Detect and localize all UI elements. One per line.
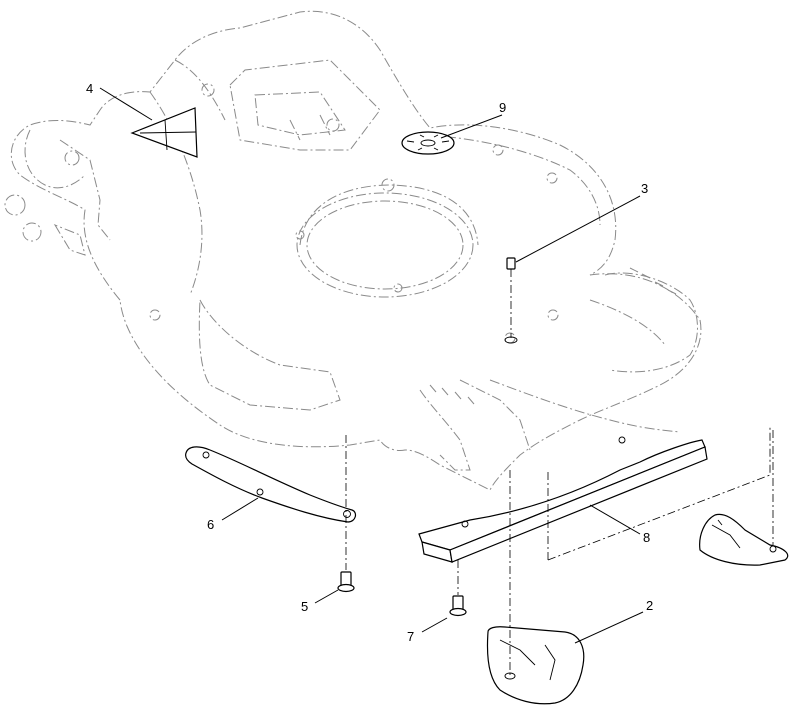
- deck-screw: [504, 257, 518, 344]
- callout-5: 5: [301, 599, 308, 614]
- leader-lines: [99, 87, 644, 644]
- leader-5: [314, 589, 339, 604]
- leader-2: [574, 611, 644, 644]
- mulch-plate: [418, 425, 771, 563]
- rear-guard: [486, 470, 585, 705]
- warning-decal: [130, 107, 198, 158]
- callouts: 4 9 3 6 8 5 7 2: [86, 81, 653, 644]
- leader-9: [440, 114, 503, 139]
- height-of-cut-decal: [401, 131, 455, 155]
- callout-6: 6: [207, 517, 214, 532]
- leader-7: [421, 617, 448, 633]
- leader-8: [589, 504, 641, 535]
- discharge-plug: [699, 430, 789, 566]
- callout-8: 8: [643, 530, 650, 545]
- callout-9: 9: [499, 100, 506, 115]
- leader-3: [515, 195, 641, 263]
- leader-6: [221, 497, 259, 521]
- leader-4: [99, 87, 153, 121]
- callout-2: 2: [646, 598, 653, 613]
- bolt-part-5: [337, 435, 355, 593]
- callout-4: 4: [86, 81, 93, 96]
- mower-deck-housing: [4, 10, 702, 491]
- bolt-part-7: [449, 560, 467, 617]
- callout-7: 7: [407, 629, 414, 644]
- baffle-strip: [185, 446, 357, 523]
- callout-3: 3: [641, 181, 648, 196]
